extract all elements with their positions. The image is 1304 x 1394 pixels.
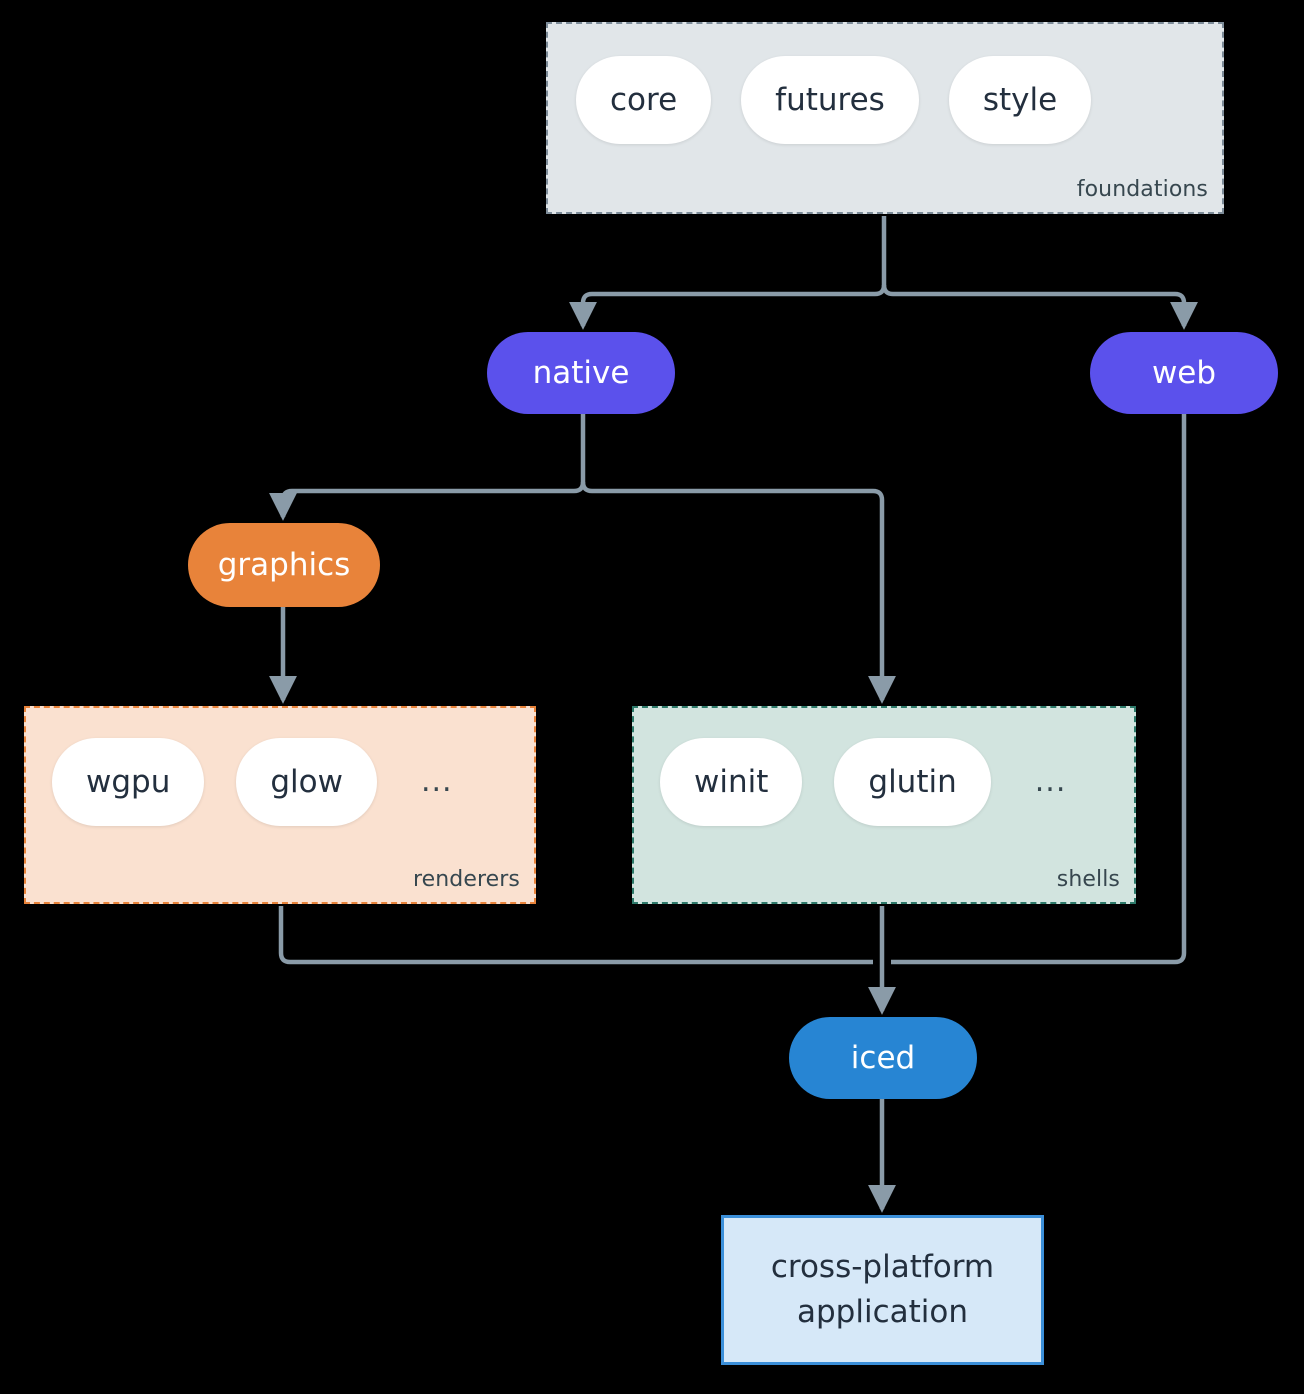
node-native[interactable]: native xyxy=(487,332,675,414)
shells-ellipsis: ... xyxy=(1034,764,1067,799)
chip-winit[interactable]: winit xyxy=(660,738,803,826)
foundations-chip-row: core futures style xyxy=(576,56,1092,144)
edge-native-to-graphics xyxy=(269,414,586,521)
node-graphics[interactable]: graphics xyxy=(188,523,380,607)
application-line-1: cross-platform xyxy=(770,1249,995,1286)
shells-chip-row: winit glutin ... xyxy=(660,738,1066,826)
group-foundations[interactable]: core futures style foundations xyxy=(546,22,1224,214)
group-label-shells: shells xyxy=(1056,867,1120,892)
renderers-chip-row: wgpu glow ... xyxy=(52,738,453,826)
chip-style[interactable]: style xyxy=(948,56,1092,144)
chip-core[interactable]: core xyxy=(576,56,712,144)
group-shells[interactable]: winit glutin ... shells xyxy=(632,706,1136,904)
node-web[interactable]: web xyxy=(1090,332,1278,414)
chip-futures[interactable]: futures xyxy=(741,56,919,144)
edge-foundations-to-web xyxy=(881,284,1198,330)
edge-native-to-shells xyxy=(580,481,896,704)
group-label-foundations: foundations xyxy=(1076,177,1208,202)
chip-glow[interactable]: glow xyxy=(236,738,377,826)
chip-glutin[interactable]: glutin xyxy=(834,738,991,826)
renderers-ellipsis: ... xyxy=(420,764,453,799)
chip-wgpu[interactable]: wgpu xyxy=(52,738,205,826)
edge-renderers-to-iced xyxy=(278,906,873,965)
edge-foundations-to-native xyxy=(569,216,887,330)
group-renderers[interactable]: wgpu glow ... renderers xyxy=(24,706,536,904)
group-label-renderers: renderers xyxy=(412,867,520,892)
node-iced[interactable]: iced xyxy=(789,1017,977,1099)
node-cross-platform-application[interactable]: cross-platform application xyxy=(721,1215,1044,1365)
application-line-2: application xyxy=(797,1294,968,1330)
